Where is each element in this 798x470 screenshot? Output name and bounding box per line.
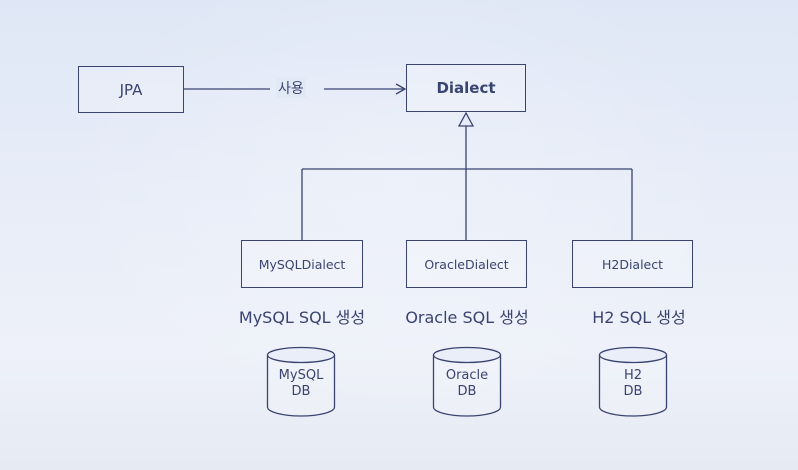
dialect-label: Dialect bbox=[436, 79, 496, 97]
database-cylinder-icon bbox=[266, 346, 336, 417]
h2-dialect-box: H2Dialect bbox=[572, 240, 693, 288]
oracle-caption: Oracle SQL 생성 bbox=[405, 308, 529, 327]
jpa-label: JPA bbox=[119, 80, 143, 99]
uses-label: 사용 bbox=[276, 78, 306, 98]
h2-dialect-label: H2Dialect bbox=[601, 256, 664, 272]
mysql-dialect-box: MySQLDialect bbox=[241, 240, 363, 288]
h2-caption: H2 SQL 생성 bbox=[592, 308, 686, 327]
inheritance-triangle bbox=[457, 111, 475, 127]
oracle-db-label: Oracle DB bbox=[445, 368, 489, 399]
mysql-db-label: MySQL DB bbox=[278, 368, 324, 399]
dialect-box: Dialect bbox=[406, 64, 526, 112]
oracle-database-icon: Oracle DB bbox=[432, 346, 502, 418]
h2-db-label: H2 DB bbox=[623, 368, 643, 399]
oracle-dialect-box: OracleDialect bbox=[406, 240, 527, 288]
mysql-dialect-label: MySQLDialect bbox=[258, 256, 346, 272]
database-cylinder-icon bbox=[432, 346, 502, 417]
database-cylinder-icon bbox=[598, 346, 668, 417]
uses-arrowhead bbox=[395, 83, 407, 95]
mysql-caption: MySQL SQL 생성 bbox=[238, 308, 366, 327]
h2-database-icon: H2 DB bbox=[598, 346, 668, 418]
oracle-dialect-label: OracleDialect bbox=[424, 256, 509, 272]
mysql-database-icon: MySQL DB bbox=[266, 346, 336, 418]
jpa-box: JPA bbox=[78, 66, 184, 113]
